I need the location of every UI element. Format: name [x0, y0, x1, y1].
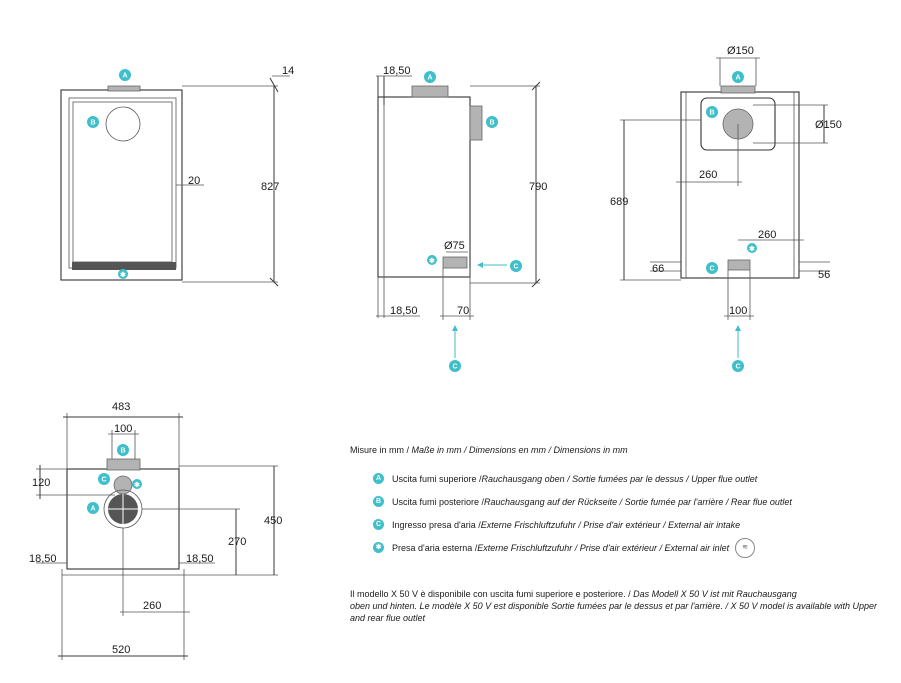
side-view: 790 18,50 Ø75 18,50 70 C C A B ✱: [376, 65, 547, 372]
badge-star-front: [118, 269, 128, 279]
rear-dim-56: 56: [818, 269, 830, 281]
legend-item-star: ✱ Presa d'aria esterna / Externe Frischl…: [350, 536, 890, 559]
rear-dim-66: 66: [652, 263, 664, 275]
plan-dim-520: 520: [112, 644, 130, 656]
svg-text:A: A: [91, 506, 96, 513]
svg-text:✱: ✱: [134, 481, 140, 489]
svg-text:✱: ✱: [749, 245, 755, 253]
side-body: [377, 96, 471, 278]
badge-c-side-bottom: [449, 360, 461, 372]
legend-badge-a: A: [373, 473, 384, 484]
badge-a-rear: [732, 71, 744, 83]
legend: Misure in mm / Maße in mm / Dimensions e…: [350, 445, 890, 559]
legend-badge-star: ✱: [373, 542, 384, 553]
badge-b-front: [87, 116, 99, 128]
badge-a-side: [424, 71, 436, 83]
air-inlet-icon: ≋: [735, 537, 756, 558]
svg-text:A: A: [428, 75, 433, 82]
badge-c-rear-bottom: [732, 360, 744, 372]
model-note: Il modello X 50 V è disponibile con usci…: [350, 589, 878, 623]
plan-dim-1850-right: 18,50: [186, 553, 214, 565]
plan-dim-120: 120: [32, 477, 50, 489]
legend-badge-b: B: [373, 496, 384, 507]
badge-b-side: [486, 116, 498, 128]
badge-a-front: [119, 69, 131, 81]
front-flue-top: [107, 85, 141, 92]
side-dim-1850-bot: 18,50: [390, 305, 418, 317]
badge-star-plan: [132, 479, 142, 489]
svg-text:✱: ✱: [429, 257, 435, 265]
badge-b-plan: [117, 444, 129, 456]
legend-title: Misure in mm / Maße in mm / Dimensions e…: [350, 445, 628, 455]
side-air-intake: [442, 256, 468, 269]
svg-text:A: A: [736, 75, 741, 82]
rear-dim-689: 689: [610, 196, 628, 208]
svg-text:C: C: [736, 364, 741, 371]
rear-dim-150-top: Ø150: [727, 45, 754, 57]
front-dim-20: 20: [188, 175, 200, 187]
svg-text:B: B: [710, 110, 715, 117]
svg-text:B: B: [121, 448, 126, 455]
rear-flue-top: [720, 85, 756, 94]
badge-c-rear: [706, 262, 718, 274]
rear-view: Ø150 Ø150 260 689 260 66 56 100 C A B C: [610, 45, 842, 372]
side-flue-top: [411, 85, 449, 98]
svg-text:✱: ✱: [120, 271, 126, 279]
badge-b-rear: [706, 106, 718, 118]
side-dim-70: 70: [457, 305, 469, 317]
front-dim-827: 827: [261, 181, 279, 193]
legend-item-c: C Ingresso presa d'aria / Externe Frisch…: [350, 513, 890, 536]
plan-dim-260: 260: [143, 600, 161, 612]
front-dim-14: 14: [282, 65, 294, 77]
svg-text:B: B: [490, 120, 495, 127]
badge-c-side: [510, 260, 522, 272]
badge-star-rear: [747, 243, 757, 253]
svg-text:A: A: [123, 73, 128, 80]
badge-c-plan: [98, 473, 110, 485]
plan-dim-100: 100: [114, 423, 132, 435]
badge-star-side: [427, 255, 437, 265]
side-flue-rear: [469, 105, 483, 141]
plan-dim-450: 450: [264, 515, 282, 527]
front-view: 14 827 20 A B ✱: [60, 65, 294, 287]
plan-dim-1850-left: 18,50: [29, 553, 57, 565]
plan-dim-270: 270: [228, 536, 246, 548]
side-dim-790: 790: [529, 181, 547, 193]
plan-flue-rear: [106, 458, 141, 471]
svg-text:C: C: [453, 364, 458, 371]
svg-text:C: C: [710, 266, 715, 273]
rear-dim-100: 100: [729, 305, 747, 317]
plan-dim-483: 483: [112, 401, 130, 413]
front-rear-flue-circle: [105, 106, 141, 142]
badge-a-plan: [87, 502, 99, 514]
rear-dim-150-right: Ø150: [815, 119, 842, 131]
front-grate: [72, 262, 176, 270]
svg-text:C: C: [514, 264, 519, 271]
plan-view: 483 100 120 450 270 18,50 18,50 260 520 …: [29, 401, 282, 660]
rear-air-intake: [727, 259, 751, 271]
svg-text:C: C: [102, 477, 107, 484]
rear-dim-260b: 260: [758, 229, 776, 241]
side-dim-1850-top: 18,50: [383, 65, 411, 77]
front-body: [60, 89, 183, 281]
rear-dim-260a: 260: [699, 169, 717, 181]
side-dim-d75: Ø75: [444, 240, 465, 252]
legend-badge-c: C: [373, 519, 384, 530]
svg-text:B: B: [91, 120, 96, 127]
legend-item-b: B Uscita fumi posteriore / Rauchausgang …: [350, 490, 890, 513]
legend-item-a: A Uscita fumi superiore / Rauchausgang o…: [350, 467, 890, 490]
